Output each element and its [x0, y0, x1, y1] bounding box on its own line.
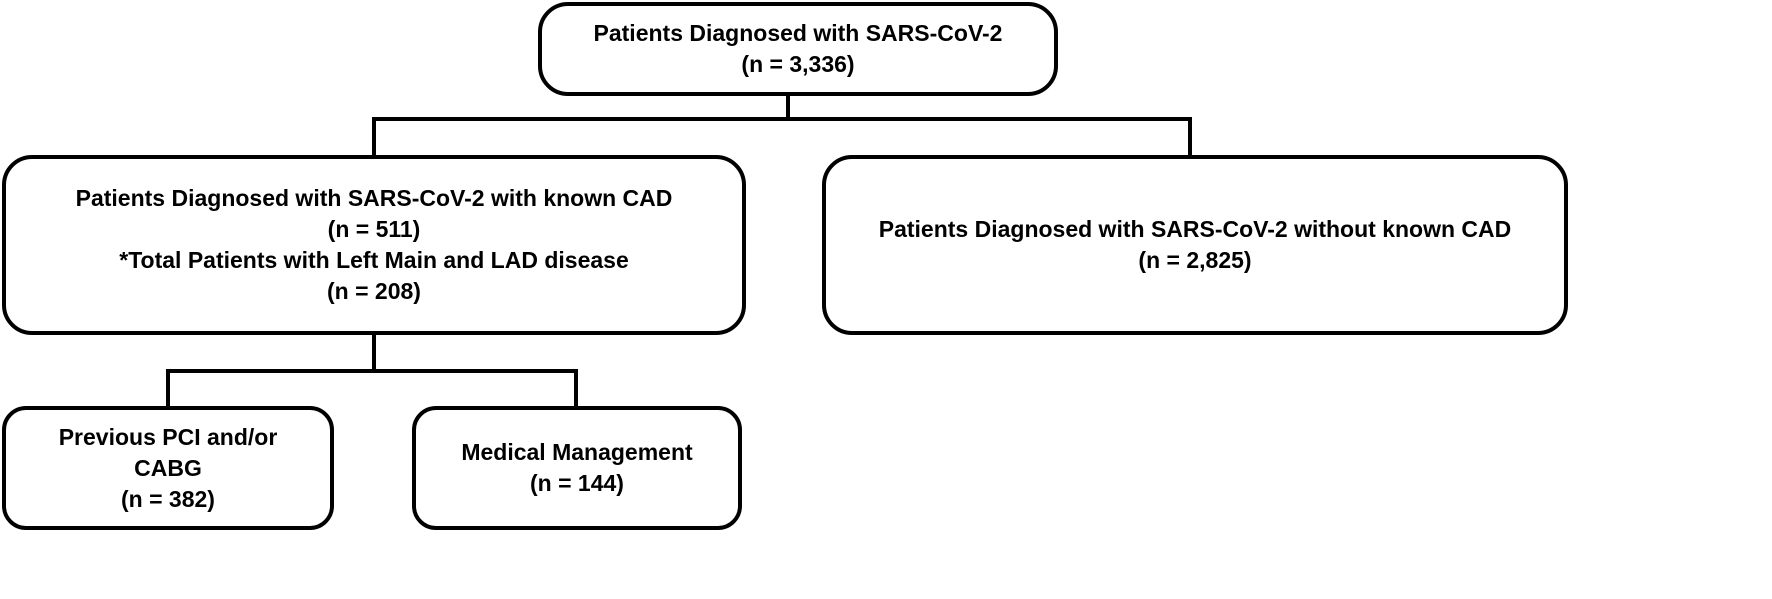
connector-to-medical-management [574, 369, 578, 409]
connector-to-with-cad [372, 117, 376, 158]
previous-pci-count: (n = 382) [121, 485, 215, 512]
with-cad-count: (n = 511) [327, 216, 421, 242]
with-cad-box: Patients Diagnosed with SARS-CoV-2 with … [2, 155, 746, 335]
left-main-lad-title: *Total Patients with Left Main and LAD d… [119, 247, 629, 273]
root-box: Patients Diagnosed with SARS-CoV-2 (n = … [538, 2, 1058, 96]
root-title: Patients Diagnosed with SARS-CoV-2 [593, 20, 1003, 46]
left-main-lad-count: (n = 208) [327, 278, 421, 304]
connector-top-horizontal [372, 117, 1192, 121]
without-cad-title: Patients Diagnosed with SARS-CoV-2 witho… [878, 216, 1512, 242]
without-cad-box: Patients Diagnosed with SARS-CoV-2 witho… [822, 155, 1568, 335]
medical-management-box: Medical Management (n = 144) [412, 406, 742, 530]
previous-pci-title-line1: Previous PCI and/or [58, 423, 278, 450]
connector-root-down [786, 93, 790, 120]
connector-to-previous-pci [166, 369, 170, 409]
previous-pci-title-line2: CABG [134, 454, 202, 481]
connector-to-without-cad [1188, 117, 1192, 158]
medical-management-title: Medical Management [461, 439, 693, 465]
root-count: (n = 3,336) [741, 51, 855, 77]
without-cad-count: (n = 2,825) [1138, 247, 1252, 273]
connector-cad-down [372, 332, 376, 372]
with-cad-title: Patients Diagnosed with SARS-CoV-2 with … [75, 185, 673, 211]
connector-bottom-horizontal [166, 369, 578, 373]
medical-management-count: (n = 144) [530, 470, 624, 496]
previous-pci-box: Previous PCI and/or CABG (n = 382) [2, 406, 334, 530]
